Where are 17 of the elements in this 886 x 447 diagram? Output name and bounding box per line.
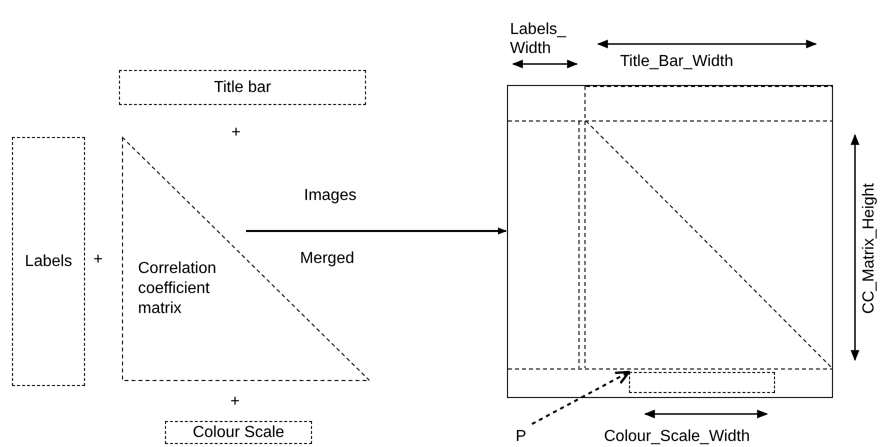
- arrow: [246, 227, 507, 235]
- dimension-label: CC_Matrix_Height: [860, 182, 878, 316]
- arrow: [532, 370, 630, 425]
- dimension-label: Colour_Scale_Width: [604, 427, 751, 446]
- dimension-label: Title_Bar_Width: [620, 52, 734, 71]
- dimension-label: Merged: [300, 249, 356, 268]
- plus-sign: +: [92, 250, 104, 269]
- dimension-label: Labels_ Width: [510, 20, 568, 58]
- node-label: Correlation coefficient matrix: [138, 259, 218, 319]
- colour-scale-region: [629, 372, 775, 393]
- dashed-box: Colour Scale: [165, 421, 312, 444]
- dashed-box: Title bar: [119, 70, 366, 105]
- dashed-box: Labels: [12, 137, 85, 386]
- plus-sign: +: [230, 123, 242, 142]
- plus-sign: +: [229, 392, 241, 411]
- node-label: P: [513, 427, 529, 447]
- edge-label: Images: [302, 187, 358, 205]
